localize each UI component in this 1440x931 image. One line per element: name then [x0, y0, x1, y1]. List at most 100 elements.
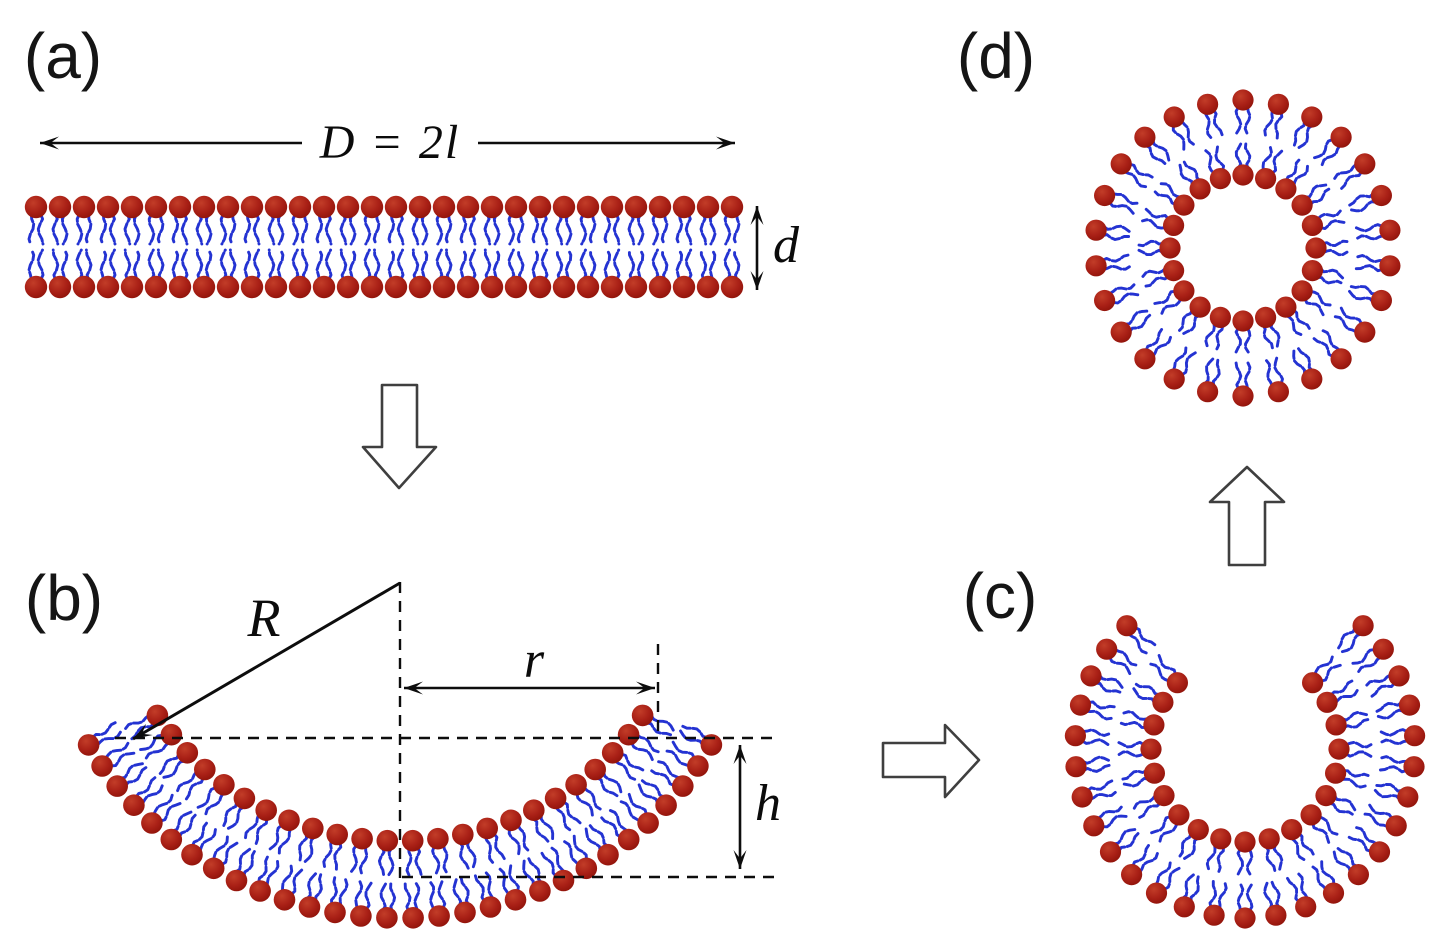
- lipid: [401, 829, 424, 877]
- lipid: [498, 864, 527, 911]
- panel-a-label: (a): [24, 20, 102, 92]
- lipid: [1197, 93, 1224, 139]
- lipid: [1354, 219, 1401, 241]
- lipid: [1258, 828, 1284, 872]
- lipid: [1263, 880, 1287, 926]
- lipid: [631, 704, 675, 737]
- lipid: [176, 758, 216, 801]
- lipid: [273, 864, 304, 911]
- lipid: [1232, 142, 1254, 186]
- lipid: [1281, 819, 1315, 861]
- lipid: [1121, 844, 1159, 886]
- lipid: [452, 877, 476, 924]
- lipid: [428, 879, 450, 927]
- lipid: [1116, 615, 1157, 655]
- lipid: [456, 195, 480, 246]
- lipid: [264, 248, 288, 299]
- lipid: [202, 835, 239, 880]
- lipid: [565, 774, 602, 817]
- lipid: [1234, 831, 1256, 876]
- lipid: [1197, 357, 1221, 403]
- lipid: [408, 195, 432, 246]
- lipid: [1069, 694, 1116, 721]
- lipid: [1292, 347, 1323, 390]
- thickness-label: d: [773, 217, 800, 274]
- lipid: [240, 195, 264, 246]
- lipid: [24, 248, 48, 299]
- lipid: [349, 827, 373, 875]
- lipid: [1316, 679, 1359, 713]
- lipid: [1071, 779, 1117, 808]
- lipid: [48, 248, 72, 299]
- lipid: [288, 248, 312, 299]
- diameter-arrow-left-segment: [40, 136, 302, 150]
- lipid: [402, 882, 424, 929]
- lipid: [216, 195, 240, 246]
- lipid: [1065, 755, 1111, 778]
- lipid: [141, 793, 182, 834]
- panel-c-label: (c): [963, 560, 1038, 632]
- lipid: [1205, 828, 1232, 873]
- lipid: [1301, 260, 1345, 285]
- lipid: [1096, 638, 1138, 676]
- lipid: [617, 723, 660, 762]
- lipid: [196, 774, 235, 816]
- lipid: [1178, 296, 1211, 335]
- lipid: [1265, 356, 1289, 403]
- lipid: [1094, 184, 1139, 215]
- lipid: [552, 248, 576, 299]
- lipid: [222, 787, 256, 830]
- lipid: [1315, 785, 1357, 816]
- lipid: [312, 248, 336, 299]
- block-arrow-up-icon: [1208, 465, 1286, 567]
- lipid: [192, 195, 216, 246]
- lipid: [528, 195, 552, 246]
- lipid: [1149, 654, 1188, 694]
- lipid: [91, 741, 136, 777]
- lipid: [1255, 306, 1281, 350]
- lipid: [624, 248, 648, 299]
- lipid: [600, 248, 624, 299]
- lipid: [384, 195, 408, 246]
- dimension-annotations: [40, 136, 778, 879]
- bend-radius-arrow: [132, 581, 401, 741]
- lipid: [216, 248, 240, 299]
- lipid: [678, 724, 723, 756]
- lipid: [1337, 615, 1374, 654]
- lipid: [324, 876, 349, 924]
- panel-b-curved-bilayer: [77, 704, 723, 929]
- lipid: [1121, 762, 1165, 788]
- lipid: [624, 195, 648, 246]
- lipid: [1178, 819, 1209, 860]
- lipid: [192, 248, 216, 299]
- lipid: [1141, 260, 1185, 288]
- lipid: [1351, 638, 1394, 673]
- lipid: [138, 723, 183, 760]
- lipid: [432, 248, 456, 299]
- lipid: [1204, 306, 1231, 351]
- block-arrow-right-icon: [881, 723, 981, 799]
- lipid: [1313, 126, 1352, 167]
- lipid: [1311, 860, 1345, 904]
- lipid: [1080, 665, 1124, 694]
- lipid: [1132, 682, 1174, 713]
- lipid: [120, 195, 144, 246]
- lipid: [1373, 783, 1419, 808]
- lipid: [1379, 725, 1426, 747]
- lipid: [1348, 285, 1392, 312]
- lipid: [1291, 280, 1332, 317]
- lipid: [240, 248, 264, 299]
- lipid: [181, 821, 217, 866]
- lipid: [1085, 253, 1131, 277]
- lipid: [1141, 207, 1185, 236]
- lipid: [1234, 883, 1256, 929]
- lipid: [1286, 872, 1317, 918]
- lipid: [1328, 738, 1373, 760]
- lipid: [1153, 182, 1195, 216]
- lipid: [672, 195, 696, 246]
- diameter-arrow-right-segment: [478, 136, 735, 150]
- lipid: [1378, 755, 1425, 778]
- lipid: [473, 871, 502, 918]
- lipid: [696, 195, 720, 246]
